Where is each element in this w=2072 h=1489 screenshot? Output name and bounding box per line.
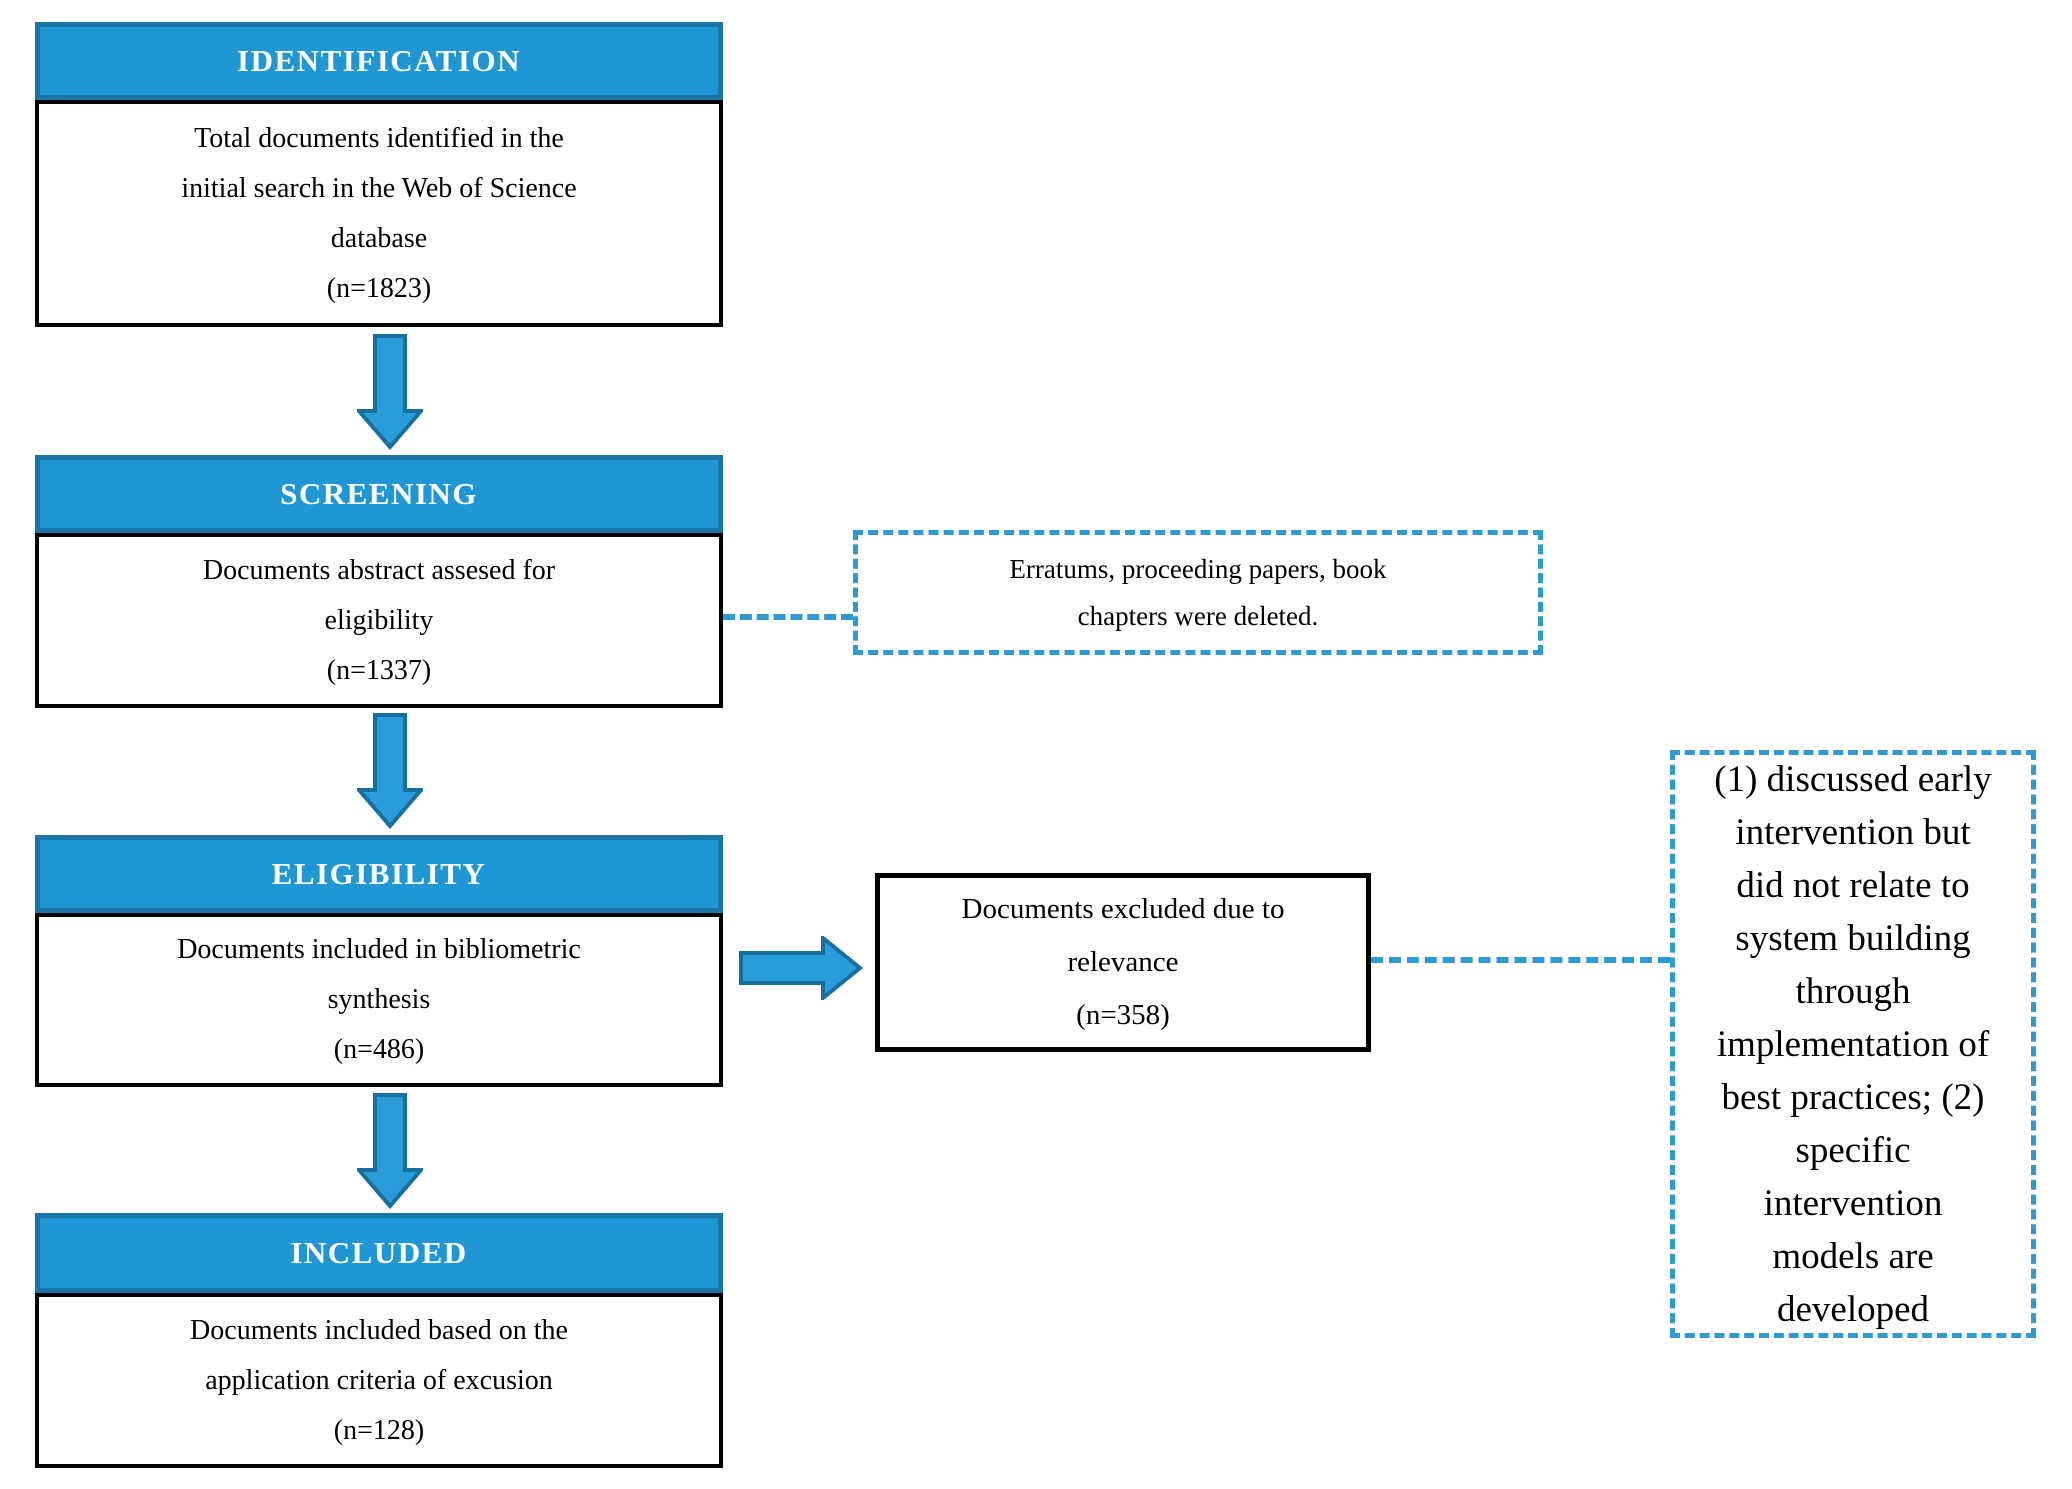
stage-body-text: Total documents identified in the initia… — [181, 122, 577, 304]
screening-exclusion-note-text: Erratums, proceeding papers, book chapte… — [1009, 553, 1387, 631]
stage-header-label: SCREENING — [280, 476, 478, 511]
stage-body-text: Documents abstract assesed for eligibili… — [202, 554, 556, 686]
stage-header-included: INCLUDED — [35, 1213, 723, 1293]
stage-box-identification: IDENTIFICATION Total documents identifie… — [35, 22, 723, 327]
stage-body-identification: Total documents identified in the initia… — [35, 100, 723, 327]
down-arrow-icon — [354, 1092, 426, 1215]
dashed-connector-exclusion-reasons — [1371, 957, 1670, 963]
exclusion-reasons-box: (1) discussed early intervention but did… — [1670, 750, 2036, 1338]
stage-box-screening: SCREENING Documents abstract assesed for… — [35, 455, 723, 708]
stage-body-screening: Documents abstract assesed for eligibili… — [35, 533, 723, 708]
stage-header-identification: IDENTIFICATION — [35, 22, 723, 100]
excluded-documents-box: Documents excluded due to relevance (n=3… — [875, 873, 1371, 1052]
stage-body-included: Documents included based on the applicat… — [35, 1293, 723, 1468]
down-arrow-icon — [354, 712, 426, 835]
dashed-connector-screening — [723, 614, 853, 620]
excluded-documents-text: Documents excluded due to relevance (n=3… — [961, 893, 1285, 1031]
right-arrow-icon — [738, 933, 864, 1005]
stage-header-label: INCLUDED — [290, 1235, 468, 1270]
exclusion-reasons-text: (1) discussed early intervention but did… — [1714, 758, 1992, 1330]
stage-body-text: Documents included in bibliometric synth… — [177, 934, 581, 1065]
screening-exclusion-note-box: Erratums, proceeding papers, book chapte… — [853, 530, 1543, 655]
down-arrow-icon — [354, 333, 426, 456]
stage-box-eligibility: ELIGIBILITY Documents included in biblio… — [35, 835, 723, 1087]
stage-header-label: IDENTIFICATION — [237, 43, 521, 78]
stage-box-included: INCLUDED Documents included based on the… — [35, 1213, 723, 1468]
stage-header-label: ELIGIBILITY — [271, 856, 487, 891]
stage-body-text: Documents included based on the applicat… — [190, 1314, 568, 1446]
stage-body-eligibility: Documents included in bibliometric synth… — [35, 913, 723, 1087]
stage-header-eligibility: ELIGIBILITY — [35, 835, 723, 913]
stage-header-screening: SCREENING — [35, 455, 723, 533]
